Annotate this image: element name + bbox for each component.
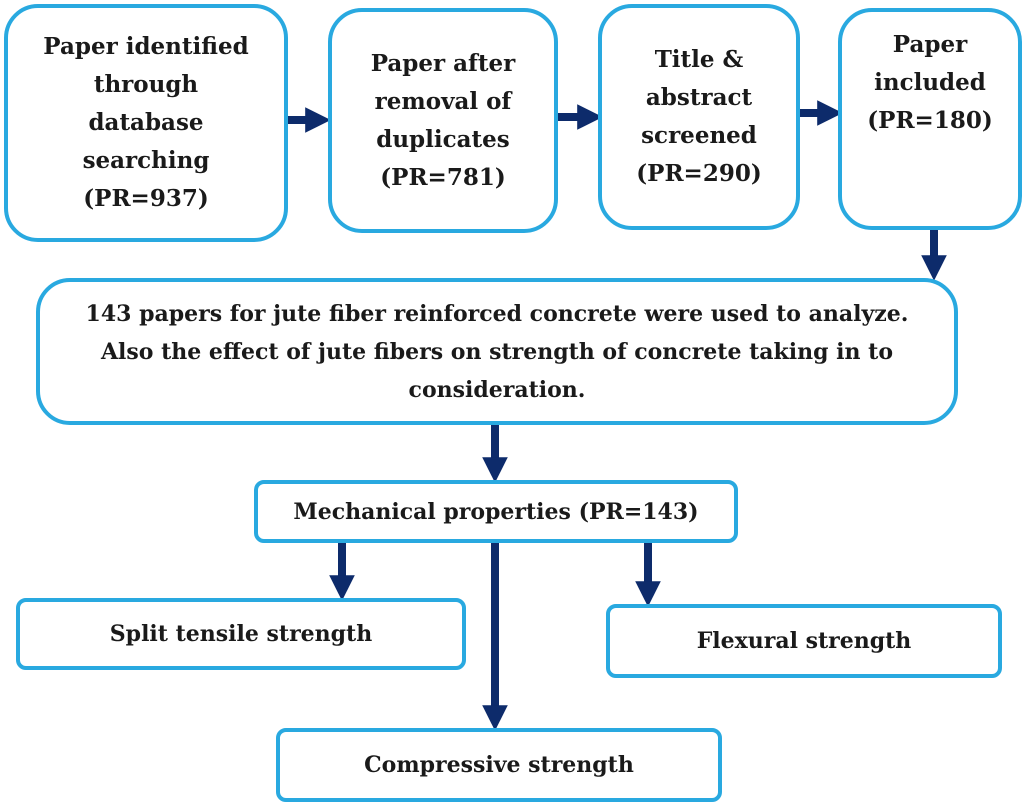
compressive-strength-label: Compressive strength xyxy=(364,752,634,778)
line: 143 papers for jute fiber reinforced con… xyxy=(85,300,909,327)
box-paper-after-removal: Paper after removal of duplicates (PR=78… xyxy=(328,8,558,233)
line: (PR=937) xyxy=(83,185,209,212)
box-paper-included: Paper included (PR=180) xyxy=(838,8,1022,230)
line: Title & xyxy=(654,46,744,73)
box-analysis-summary-text: 143 papers for jute fiber reinforced con… xyxy=(86,295,909,409)
line: removal of xyxy=(374,87,512,115)
split-tensile-strength-label: Split tensile strength xyxy=(109,621,373,647)
box-mechanical-properties: Mechanical properties (PR=143) xyxy=(254,480,738,543)
box-paper-identified-text: Paper identified through database search… xyxy=(43,28,248,218)
box-paper-identified: Paper identified through database search… xyxy=(4,4,288,242)
box-title-abstract-screened: Title & abstract screened (PR=290) xyxy=(598,4,800,230)
box-analysis-summary: 143 papers for jute fiber reinforced con… xyxy=(36,278,958,425)
box-compressive-strength: Compressive strength xyxy=(276,728,722,802)
line: Paper after xyxy=(370,49,516,77)
box-flexural-strength: Flexural strength xyxy=(606,604,1002,678)
line: database xyxy=(88,109,204,136)
line: consideration. xyxy=(408,376,586,403)
line: Also the effect of jute fibers on streng… xyxy=(100,338,894,365)
line: Paper xyxy=(892,31,968,58)
line: duplicates xyxy=(376,125,510,153)
box-paper-included-text: Paper included (PR=180) xyxy=(867,26,992,140)
line: Paper identified xyxy=(43,33,249,60)
box-paper-after-removal-text: Paper after removal of duplicates (PR=78… xyxy=(371,45,516,197)
line: (PR=290) xyxy=(636,160,762,187)
mechanical-properties-label: Mechanical properties (PR=143) xyxy=(293,498,699,525)
flexural-strength-label: Flexural strength xyxy=(696,628,912,654)
line: abstract xyxy=(645,84,753,111)
line: (PR=180) xyxy=(867,107,993,134)
line: screened xyxy=(641,122,757,149)
line: (PR=781) xyxy=(380,163,506,191)
line: through xyxy=(93,71,199,98)
box-title-abstract-screened-text: Title & abstract screened (PR=290) xyxy=(636,41,761,193)
line: included xyxy=(874,69,986,96)
box-split-tensile-strength: Split tensile strength xyxy=(16,598,466,670)
line: searching xyxy=(82,147,210,174)
